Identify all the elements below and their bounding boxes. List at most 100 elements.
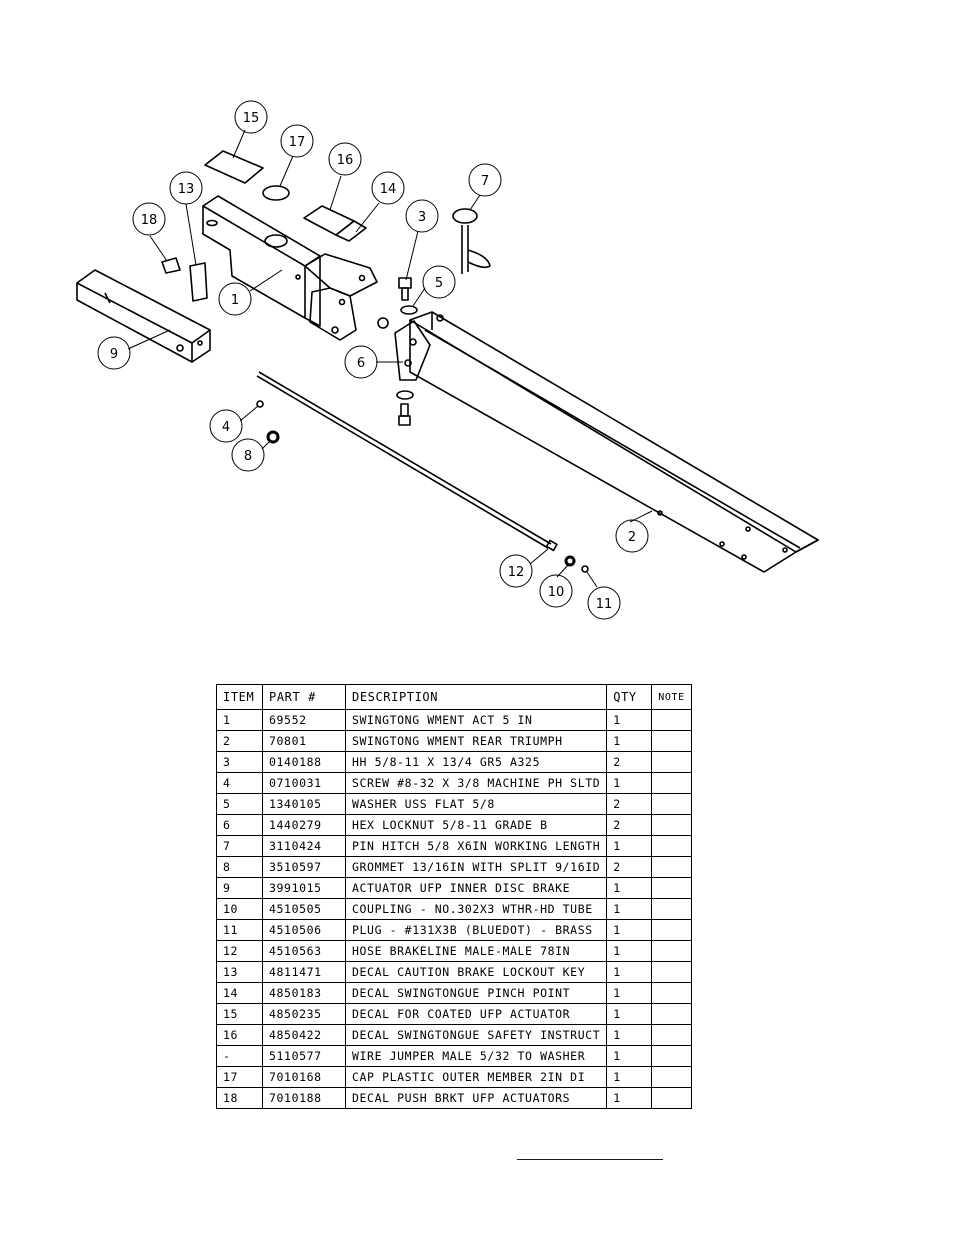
cell-description: HEX LOCKNUT 5/8-11 GRADE B — [344, 814, 608, 836]
cell-item: 6 — [216, 814, 263, 836]
svg-text:15: 15 — [243, 111, 260, 126]
cell-note — [651, 1024, 692, 1046]
cell-qty: 1 — [606, 940, 653, 962]
cell-qty: 1 — [606, 1066, 653, 1088]
cell-part-number: 0140188 — [262, 751, 346, 773]
bolt-lower — [398, 403, 411, 426]
callout-16: 16 — [328, 142, 362, 176]
cell-item: 11 — [216, 919, 263, 941]
cell-note — [651, 1087, 692, 1109]
decal-16 — [303, 205, 355, 236]
cell-part-number: 4850235 — [262, 1003, 346, 1025]
cell-note — [651, 856, 692, 878]
cell-note — [651, 814, 692, 836]
cell-qty: 2 — [606, 793, 653, 815]
cell-part-number: 1340105 — [262, 793, 346, 815]
decal-14 — [335, 220, 367, 242]
table-header-row: ITEM PART # DESCRIPTION QTY NOTE — [216, 684, 692, 710]
svg-text:5: 5 — [435, 276, 443, 291]
callout-3: 3 — [405, 199, 439, 233]
cell-description: SWINGTONG WMENT REAR TRIUMPH — [344, 730, 608, 752]
footer-link[interactable] — [517, 1147, 663, 1160]
locknut-6 — [377, 317, 389, 329]
plug-11 — [581, 565, 589, 573]
cell-item: 18 — [216, 1087, 263, 1109]
svg-text:18: 18 — [141, 213, 158, 228]
cell-item: 1 — [216, 709, 263, 731]
decal-18 — [161, 257, 181, 274]
svg-text:1: 1 — [231, 293, 239, 308]
cell-note — [651, 877, 692, 899]
cell-note — [651, 751, 692, 773]
cell-description: GROMMET 13/16IN WITH SPLIT 9/16ID — [344, 856, 608, 878]
svg-text:16: 16 — [337, 153, 354, 168]
coupling-10 — [564, 555, 576, 567]
cell-note — [651, 919, 692, 941]
cell-description: PIN HITCH 5/8 X6IN WORKING LENGTH — [344, 835, 608, 857]
cell-part-number: 4510563 — [262, 940, 346, 962]
cap-17 — [262, 185, 290, 201]
cell-note — [651, 1066, 692, 1088]
cell-qty: 1 — [606, 982, 653, 1004]
cell-item: 7 — [216, 835, 263, 857]
cell-item: 15 — [216, 1003, 263, 1025]
svg-text:6: 6 — [357, 356, 365, 371]
cell-part-number: 1440279 — [262, 814, 346, 836]
cell-description: DECAL FOR COATED UFP ACTUATOR — [344, 1003, 608, 1025]
cell-item: 5 — [216, 793, 263, 815]
svg-text:9: 9 — [110, 347, 118, 362]
cell-part-number: 4510506 — [262, 919, 346, 941]
callout-17: 17 — [280, 124, 314, 158]
svg-text:11: 11 — [596, 597, 613, 612]
header-qty: QTY — [606, 684, 653, 710]
cell-note — [651, 1003, 692, 1025]
svg-text:7: 7 — [481, 174, 489, 189]
cell-note — [651, 835, 692, 857]
callout-11: 11 — [587, 586, 621, 620]
header-item: ITEM — [216, 684, 263, 710]
cell-item: 9 — [216, 877, 263, 899]
cell-qty: 1 — [606, 709, 653, 731]
callout-15: 15 — [234, 100, 268, 134]
cell-part-number: 7010188 — [262, 1087, 346, 1109]
cell-item: 3 — [216, 751, 263, 773]
cell-part-number: 69552 — [262, 709, 346, 731]
svg-text:4: 4 — [222, 420, 230, 435]
cell-qty: 1 — [606, 1024, 653, 1046]
cell-qty: 1 — [606, 730, 653, 752]
callout-12: 12 — [499, 554, 533, 588]
washer-lower — [396, 390, 414, 400]
svg-text:17: 17 — [289, 135, 306, 150]
svg-text:10: 10 — [548, 585, 565, 600]
callout-18: 18 — [132, 202, 166, 236]
cell-item: 4 — [216, 772, 263, 794]
cell-part-number: 7010168 — [262, 1066, 346, 1088]
cell-qty: 1 — [606, 961, 653, 983]
cell-qty: 2 — [606, 814, 653, 836]
leader-lines — [127, 129, 653, 588]
callout-5: 5 — [422, 265, 456, 299]
cell-description: DECAL SWINGTONGUE PINCH POINT — [344, 982, 608, 1004]
cell-qty: 1 — [606, 877, 653, 899]
grommet-8 — [266, 430, 280, 444]
cell-description: CAP PLASTIC OUTER MEMBER 2IN DI — [344, 1066, 608, 1088]
callout-4: 4 — [209, 409, 243, 443]
callout-13: 13 — [169, 171, 203, 205]
svg-text:12: 12 — [508, 565, 525, 580]
callout-9: 9 — [97, 336, 131, 370]
hitch-pin-7 — [452, 208, 491, 274]
cell-qty: 2 — [606, 856, 653, 878]
callout-1: 1 — [218, 282, 252, 316]
cell-description: SWINGTONG WMENT ACT 5 IN — [344, 709, 608, 731]
cell-part-number: 3110424 — [262, 835, 346, 857]
